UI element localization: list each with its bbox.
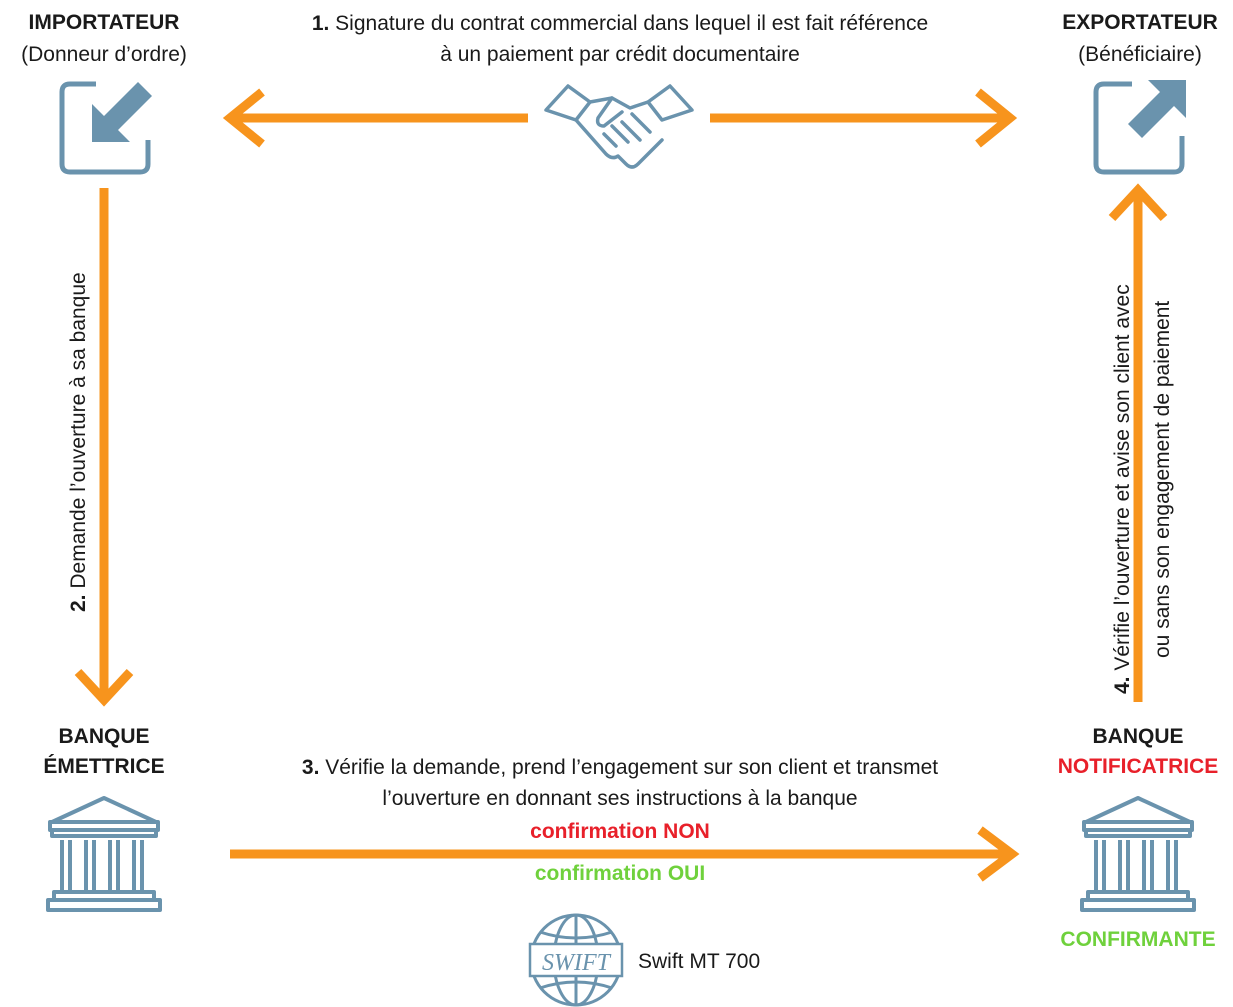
confirming-label: CONFIRMANTE	[1060, 928, 1216, 951]
step1-label: 1. Signature du contrat commercial dans …	[240, 8, 1000, 70]
issuing-bank-title-line1: BANQUE	[58, 725, 150, 748]
step4-line1: Vérifie l’ouverture et avise son client …	[1111, 284, 1134, 677]
step2-text: Demande l’ouverture à sa banque	[67, 272, 90, 595]
step1-line2: à un paiement par crédit documentaire	[440, 43, 800, 66]
step4-line2: ou sans son engagement de paiement	[1151, 300, 1174, 658]
step3-number: 3.	[301, 756, 320, 779]
arrow-in-icon	[59, 81, 152, 175]
confirmation-yes: confirmation OUI	[534, 862, 706, 885]
step3-line1: Vérifie la demande, prend l’engagement s…	[319, 756, 939, 779]
arrow-to-issuing-bank	[74, 188, 134, 707]
bank-icon	[1080, 796, 1196, 912]
notifying-bank-title-line1: BANQUE	[1092, 725, 1184, 748]
importer-subtitle: (Donneur d’ordre)	[21, 43, 187, 66]
step1-line1: Signature du contrat commercial dans leq…	[329, 12, 929, 35]
arrow-to-exporter-up	[1108, 183, 1168, 702]
exporter-title: EXPORTATEUR	[1062, 11, 1218, 34]
notifying-bank-title-line2: NOTIFICATRICE	[1057, 755, 1219, 778]
swift-logo-text: SWIFT	[542, 950, 612, 976]
confirmation-no: confirmation NON	[530, 820, 710, 843]
step1-number: 1.	[311, 12, 330, 35]
step3-line2: l’ouverture en donnant ses instructions …	[382, 787, 858, 810]
issuing-bank-title-line2: ÉMETTRICE	[43, 755, 165, 778]
handshake-icon	[544, 84, 694, 169]
swift-label: Swift MT 700	[638, 950, 761, 973]
step2-label: 2. Demande l’ouverture à sa banque	[64, 272, 94, 612]
arrow-to-importer	[222, 88, 528, 148]
arrow-out-icon	[1093, 80, 1186, 175]
importer-title: IMPORTATEUR	[28, 11, 180, 34]
arrow-to-exporter	[710, 88, 1018, 148]
arrow-to-notifying-bank	[230, 826, 1020, 882]
swift-logo-icon	[528, 913, 624, 1007]
step4-number: 4.	[1111, 676, 1134, 694]
exporter-subtitle: (Bénéficiaire)	[1078, 43, 1202, 66]
bank-icon	[46, 796, 162, 912]
step3-label: 3. Vérifie la demande, prend l’engagemen…	[230, 752, 1010, 814]
step4-label-line1: 4. Vérifie l’ouverture et avise son clie…	[1108, 284, 1138, 694]
step2-number: 2.	[67, 594, 90, 612]
